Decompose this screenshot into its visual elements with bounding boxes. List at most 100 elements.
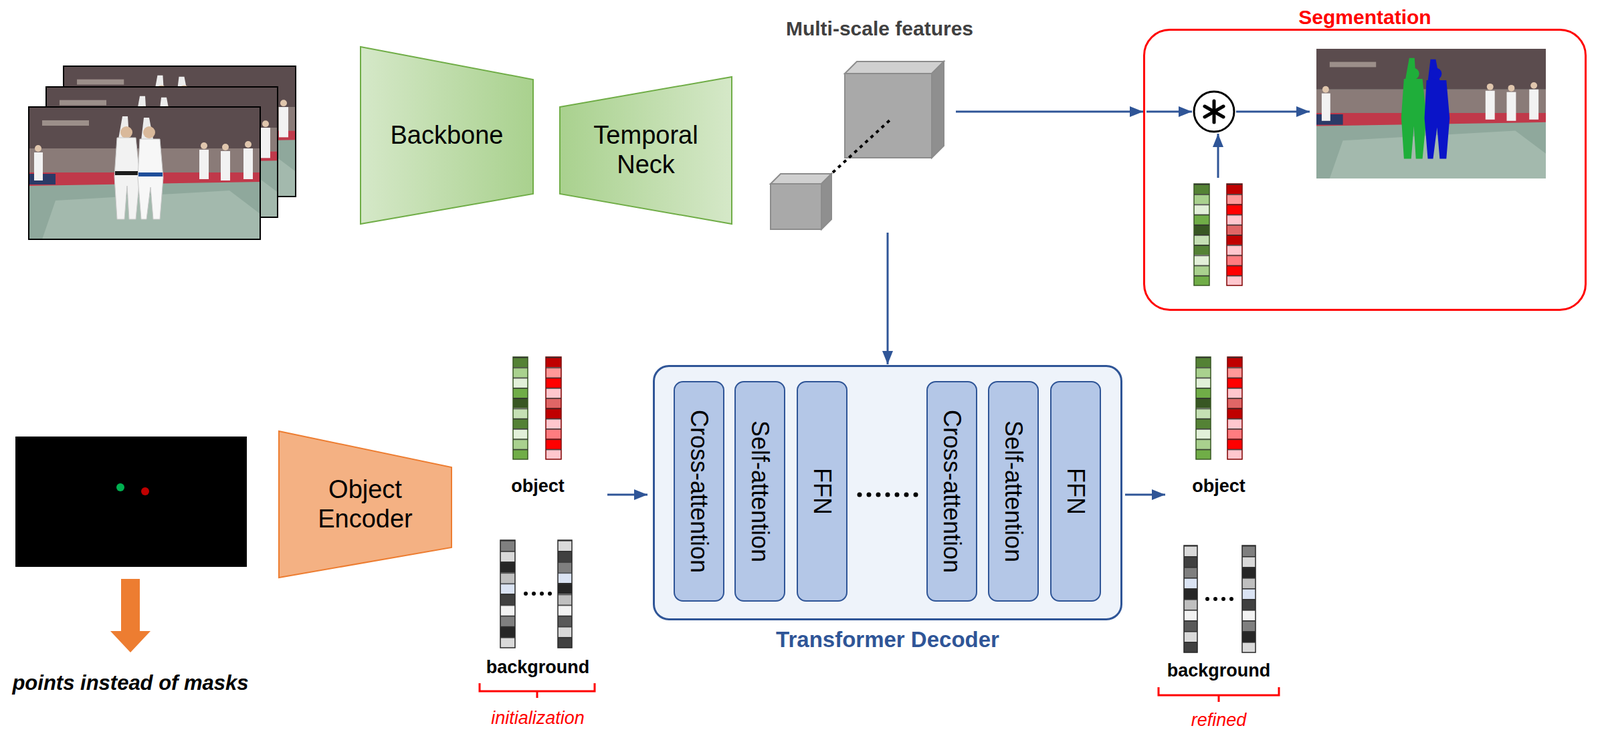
- scale-dotted-line: [832, 120, 890, 173]
- convolution-symbol: [1193, 91, 1235, 132]
- dot: [876, 492, 881, 498]
- dot: [1229, 597, 1234, 602]
- dot: [857, 492, 863, 498]
- note-text: points instead of masks: [12, 672, 249, 695]
- vector-cells: [545, 357, 562, 460]
- block-label: Temporal Neck: [582, 121, 710, 180]
- transformer-decoder-box: Transformer DecoderCross-attentionSelf-a…: [652, 365, 1123, 621]
- video-frames: [28, 66, 296, 240]
- vector-cells: [513, 357, 528, 460]
- ellipsis-dots: [1205, 597, 1234, 602]
- red-bracket: [479, 683, 595, 699]
- self-attention-layer: Self-attention: [734, 381, 786, 603]
- dot: [904, 492, 910, 498]
- dot: [1205, 597, 1210, 602]
- cube-side: [821, 173, 832, 230]
- layer-label: FFN: [808, 468, 837, 516]
- inner-arrow: [1146, 111, 1192, 114]
- vector-cells: [1226, 183, 1243, 286]
- background-vector: [500, 540, 516, 649]
- vector-label: background: [1167, 661, 1271, 682]
- group-heading: Transformer Decoder: [775, 627, 1000, 653]
- cross-attention-layer: Cross-attention: [926, 381, 978, 603]
- dot: [1221, 597, 1226, 602]
- ellipsis-dots: [523, 591, 552, 596]
- cube-top: [844, 61, 944, 74]
- block-label: Object Encoder: [301, 475, 429, 534]
- point-canvas: [15, 436, 247, 568]
- refined-vectors: [1125, 357, 1279, 703]
- point-red: [141, 487, 150, 496]
- dot: [913, 492, 919, 498]
- dot: [894, 492, 900, 498]
- background-vector: [1183, 545, 1198, 653]
- vector-label: object: [1191, 476, 1246, 497]
- backbone-block: Backbone: [359, 46, 534, 225]
- vector-cells: [1195, 357, 1211, 460]
- asterisk-symbol: [1204, 101, 1224, 123]
- object-vector-red: [1226, 183, 1243, 286]
- dot: [539, 591, 544, 596]
- output-arrow: [1125, 494, 1166, 497]
- vector-cells: [500, 540, 516, 649]
- point-green: [116, 483, 125, 492]
- layer-label: Cross-attention: [684, 410, 714, 574]
- vector-label: object: [511, 476, 565, 497]
- dot: [547, 591, 552, 596]
- vector-cells: [1183, 545, 1198, 653]
- asterisk-stroke: [1204, 106, 1224, 118]
- input-arrow: [607, 494, 648, 497]
- object-vector-green: [1193, 183, 1210, 286]
- vector-cells: [1242, 545, 1256, 653]
- cube-side: [931, 61, 944, 158]
- self-attention-layer: Self-attention: [987, 381, 1039, 603]
- feature-cubes: [770, 61, 944, 230]
- output-scene: [1316, 48, 1546, 179]
- object-vector-green: [1195, 357, 1211, 460]
- red-bracket: [1158, 687, 1279, 703]
- flow-arrow: [886, 232, 889, 365]
- vector-cells: [1193, 183, 1210, 286]
- cross-attention-layer: Cross-attention: [673, 381, 725, 603]
- layer-ellipsis: [855, 488, 923, 502]
- object-vector-red: [1227, 357, 1243, 460]
- frame-border: [28, 107, 261, 240]
- multi-scale-feature-group: Multi-scale features: [770, 61, 944, 230]
- dot: [866, 492, 872, 498]
- layer-label: Self-attention: [999, 420, 1028, 563]
- object-vector-green: [513, 357, 528, 460]
- dot: [1213, 597, 1218, 602]
- output-arrow: [1236, 111, 1310, 114]
- layer-label: Cross-attention: [937, 410, 966, 574]
- object-encoder-block: Object Encoder: [278, 430, 453, 579]
- points-input: [15, 436, 247, 653]
- trapezoid-shape: [278, 431, 452, 578]
- ffn-layer: FFN: [796, 381, 848, 603]
- kernel-arrow: [1217, 133, 1220, 178]
- layer-label: FFN: [1061, 468, 1090, 516]
- dot: [531, 591, 536, 596]
- trapezoid-shape: [360, 46, 534, 225]
- segmentation-panel: Segmentation: [1143, 28, 1587, 312]
- vector-cells: [557, 540, 572, 649]
- background-vector: [557, 540, 572, 649]
- stage-note: refined: [1191, 711, 1247, 732]
- vector-cells: [1227, 357, 1243, 460]
- cube-front: [770, 183, 822, 230]
- block-label: Backbone: [389, 121, 504, 151]
- object-vector-red: [545, 357, 562, 460]
- trapezoid-shape: [559, 76, 732, 225]
- ffn-layer: FFN: [1050, 381, 1102, 603]
- vector-label: background: [486, 658, 590, 679]
- background-vector: [1242, 545, 1256, 653]
- dot: [885, 492, 891, 498]
- group-heading: Multi-scale features: [785, 17, 974, 41]
- frame-fighters: [114, 116, 164, 220]
- group-heading: Segmentation: [1298, 6, 1431, 29]
- cube-front: [844, 73, 932, 158]
- query-vectors: [479, 357, 648, 699]
- temporal-neck-block: Temporal Neck: [559, 76, 733, 225]
- orange-down-arrow: [110, 579, 151, 653]
- dot: [523, 591, 528, 596]
